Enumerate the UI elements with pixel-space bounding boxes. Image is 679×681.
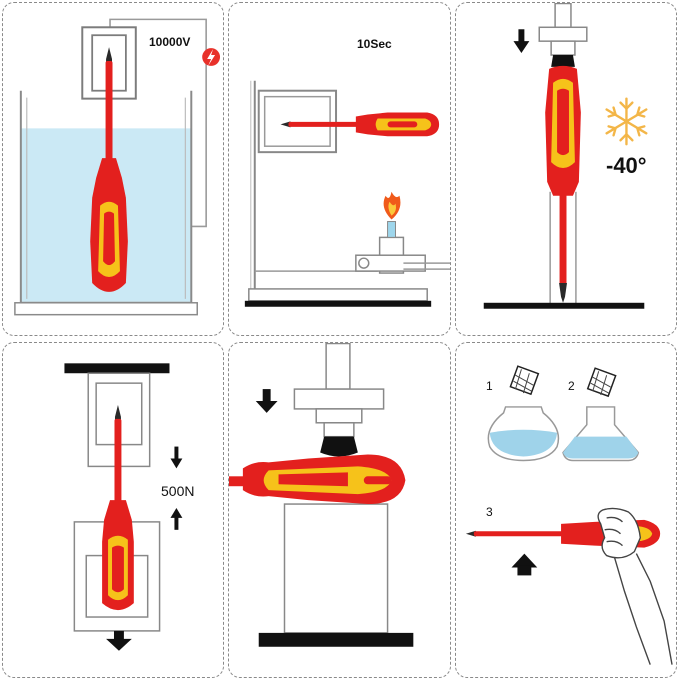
voltage-test-illustration <box>14 18 221 316</box>
sponge-icon <box>509 365 540 396</box>
panel-pull-test: 500N <box>2 342 224 678</box>
cold-test-illustration <box>483 3 648 309</box>
snowflake-icon <box>605 97 648 146</box>
flame-test-illustration <box>244 80 450 307</box>
screwdriver <box>280 112 440 137</box>
panel-cold-test: -40° <box>455 2 677 336</box>
step-3-label: 3 <box>486 505 493 519</box>
arrow-down-icon <box>255 389 278 413</box>
panel-voltage-test: 10000V <box>2 2 224 336</box>
arrow-down-icon <box>513 29 530 54</box>
arrow-up-icon <box>511 553 538 576</box>
panel-press-test <box>228 342 451 678</box>
screwdriver <box>102 404 134 611</box>
time-label: 10Sec <box>357 37 392 51</box>
sponge-icon <box>586 367 617 398</box>
step-1-label: 1 <box>486 379 493 393</box>
temperature-label: -40° <box>606 153 647 178</box>
flame-icon <box>383 191 401 220</box>
arrow-down-icon <box>170 446 183 469</box>
force-label: 500N <box>161 483 195 499</box>
arrow-up-icon <box>170 508 183 530</box>
step-2-label: 2 <box>568 379 575 393</box>
pull-test-illustration <box>64 363 183 651</box>
screwdriver <box>90 47 128 292</box>
voltage-label: 10000V <box>149 35 191 49</box>
hand-with-cloth <box>597 507 673 665</box>
chemical-test-illustration <box>465 365 673 665</box>
panel-chemical-test: 1 2 3 <box>455 342 677 678</box>
lightning-icon <box>202 48 221 66</box>
screwdriver <box>545 65 581 303</box>
arrow-down-icon <box>106 630 132 651</box>
press-test-illustration <box>229 343 414 647</box>
panel-flame-test: 10Sec <box>228 2 451 336</box>
screwdriver <box>229 454 406 505</box>
